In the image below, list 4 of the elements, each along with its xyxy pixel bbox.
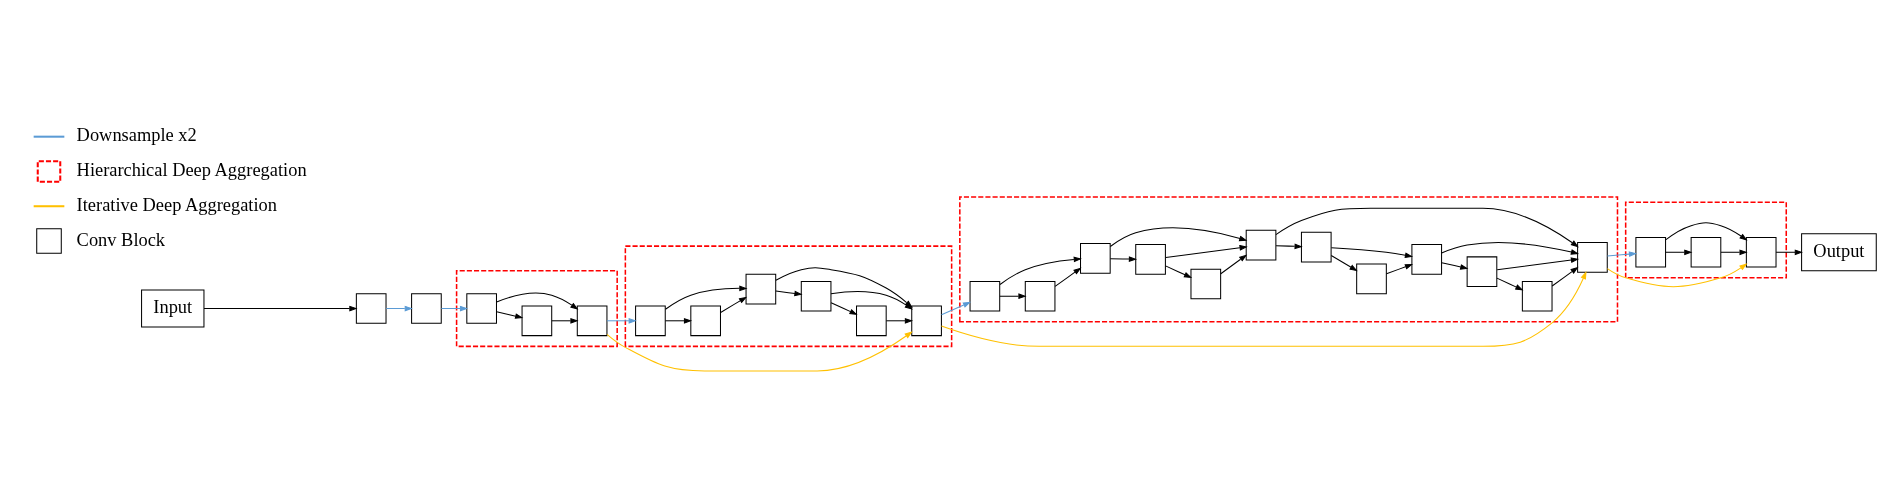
legend-label: Iterative Deep Aggregation xyxy=(76,194,277,215)
legend-label: Downsample x2 xyxy=(76,125,197,146)
legend-label: Hierarchical Deep Aggregation xyxy=(76,159,307,180)
legend-label: Conv Block xyxy=(76,229,166,250)
